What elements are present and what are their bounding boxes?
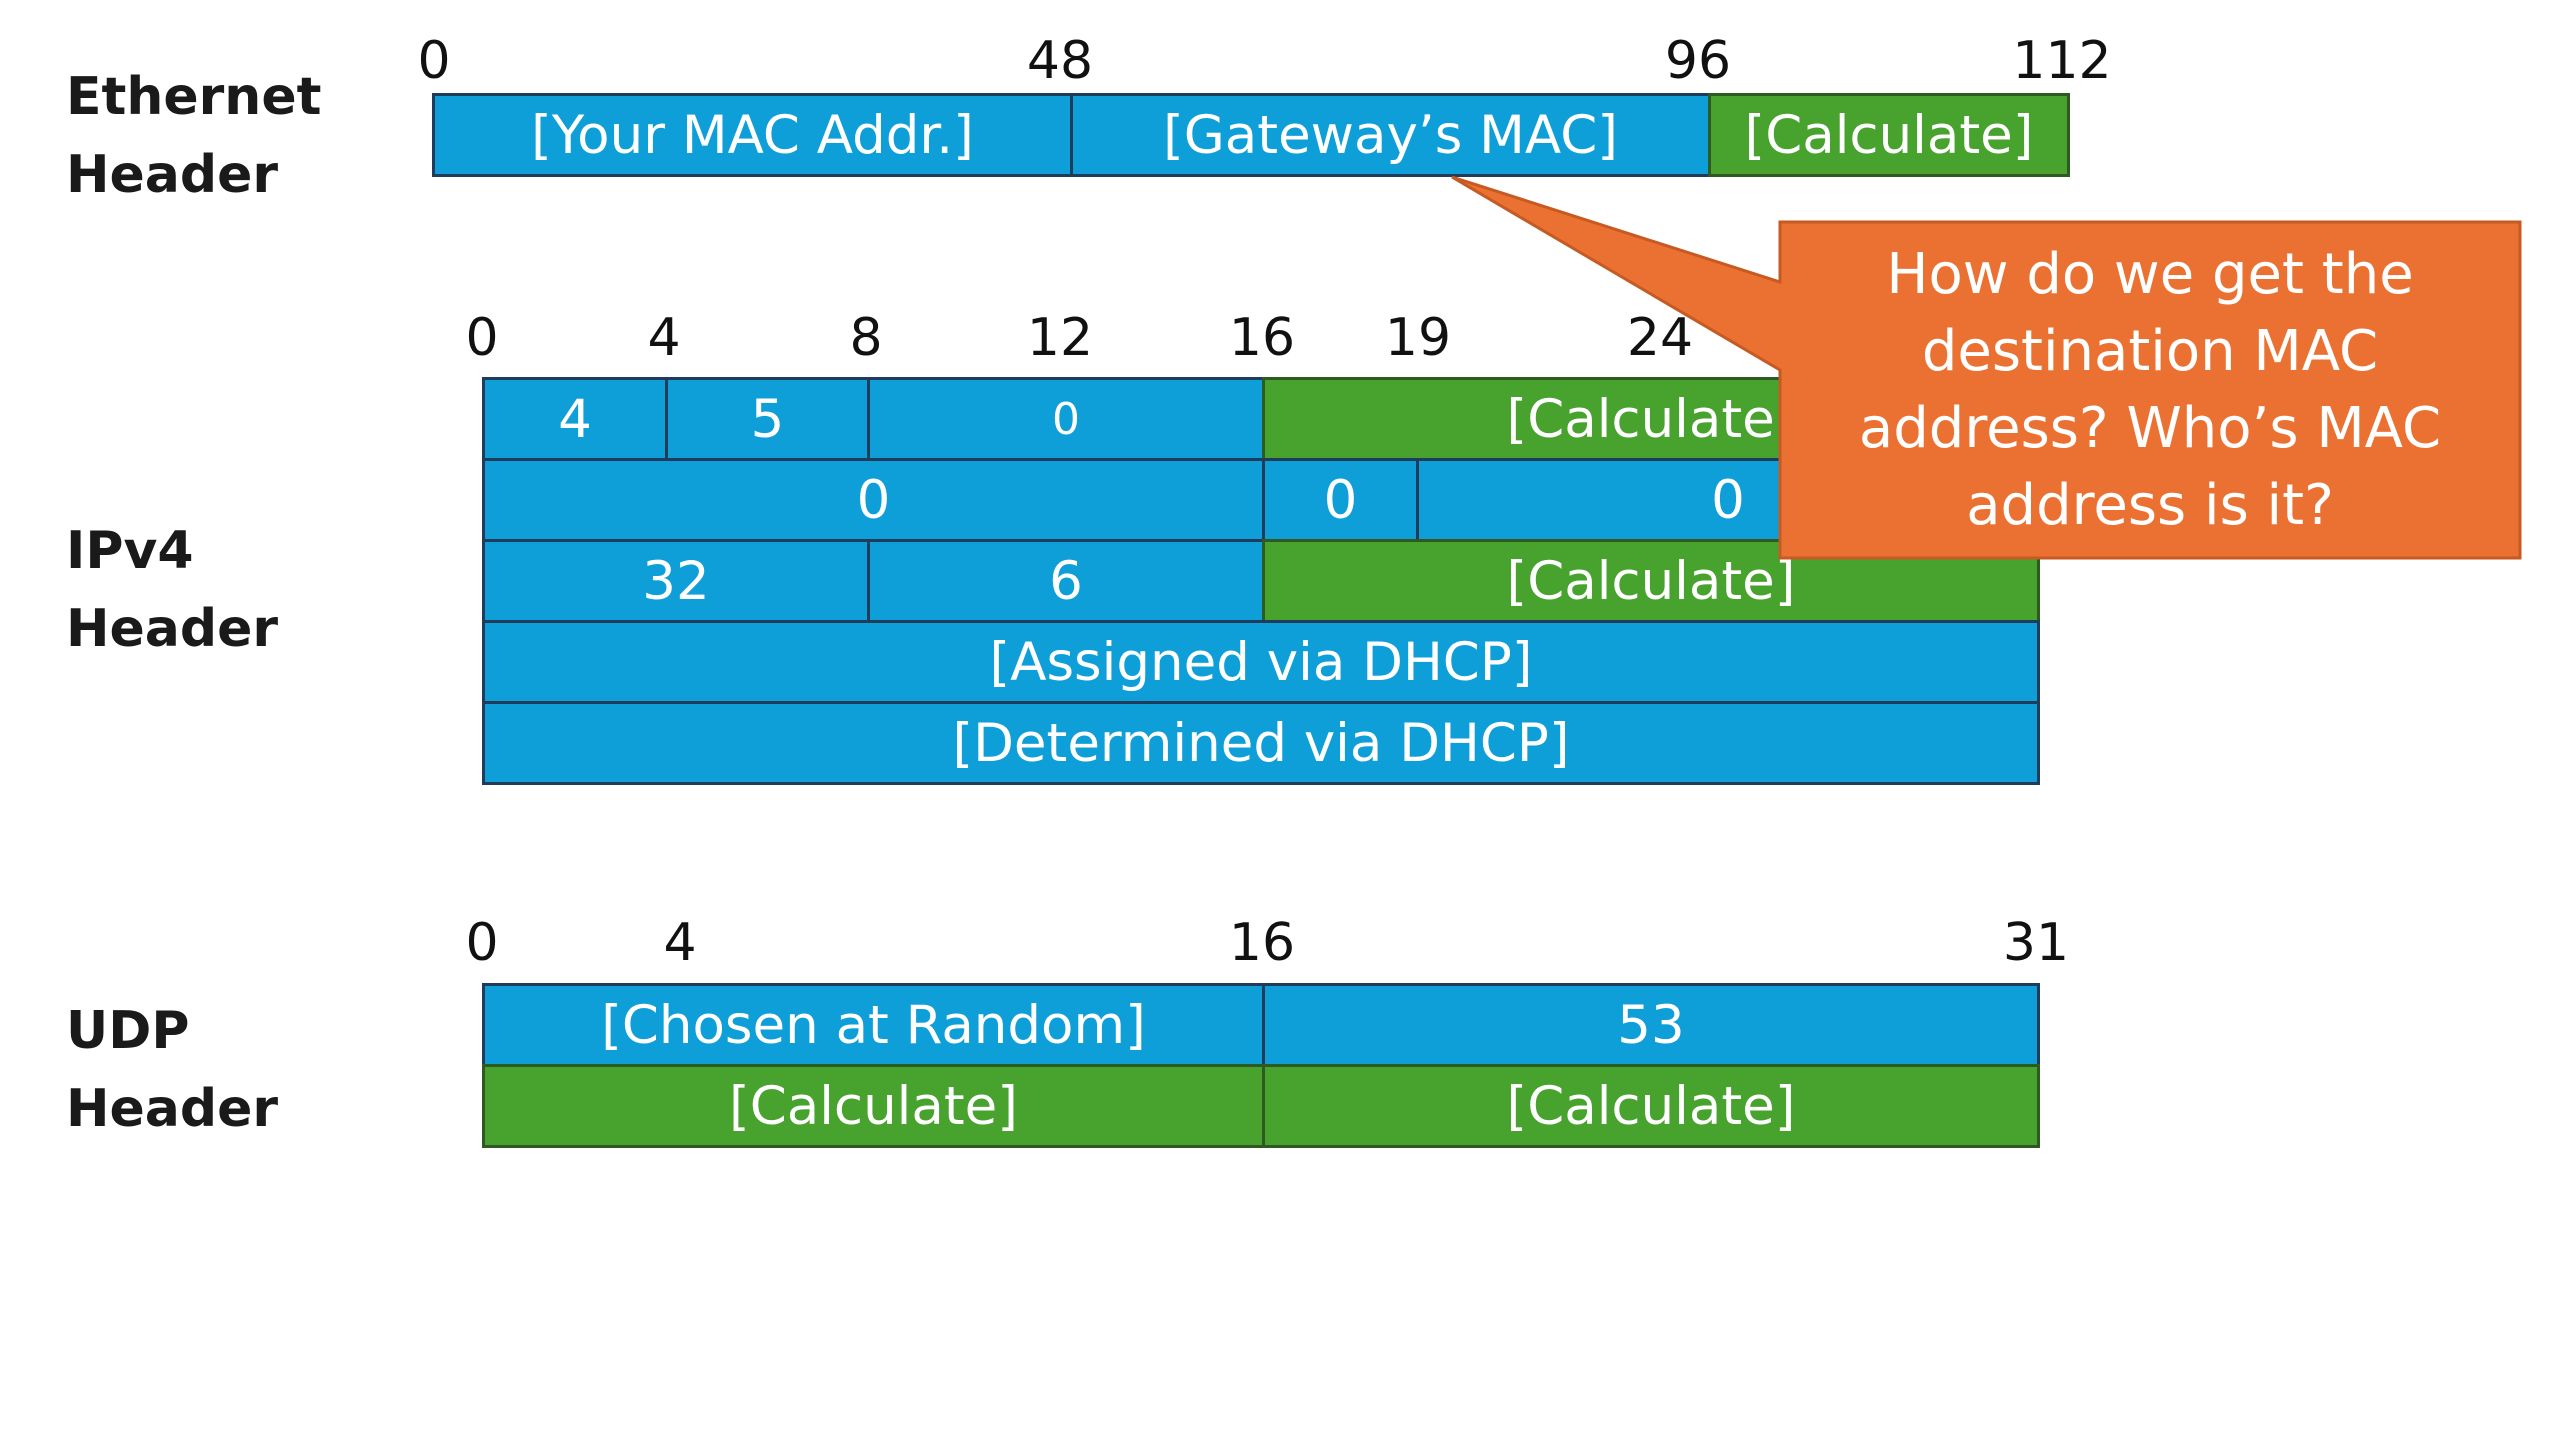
ethernet-source-mac-field: [Your MAC Addr.]	[432, 93, 1073, 177]
ethernet-tick: 0	[417, 31, 451, 91]
ipv4-source-address-field: [Assigned via DHCP]	[482, 620, 2040, 704]
ipv4-tick: 19	[1384, 308, 1452, 368]
ipv4-destination-address-field: [Determined via DHCP]	[482, 701, 2040, 785]
udp-length-field: [Calculate]	[482, 1064, 1265, 1148]
ipv4-protocol-field: 6	[867, 539, 1265, 623]
udp-checksum-field: [Calculate]	[1262, 1064, 2040, 1148]
udp-header-label: UDP Header	[66, 1001, 279, 1139]
ipv4-header-label: IPv4 Header	[66, 521, 279, 659]
udp-tick: 16	[1228, 913, 1296, 973]
ipv4-tick: 4	[647, 308, 681, 368]
ipv4-version-field: 4	[482, 377, 668, 461]
ipv4-tick: 24	[1626, 308, 1694, 368]
ethernet-tick: 96	[1664, 31, 1732, 91]
ethernet-type-field: [Calculate]	[1708, 93, 2070, 177]
ipv4-tick: 8	[849, 308, 883, 368]
ipv4-tick: 16	[1228, 308, 1296, 368]
udp-source-port-field: [Chosen at Random]	[482, 983, 1265, 1067]
ipv4-identification-field: 0	[482, 458, 1265, 542]
ipv4-ihl-field: 5	[665, 377, 870, 461]
ethernet-tick: 48	[1026, 31, 1094, 91]
udp-tick: 0	[465, 913, 499, 973]
udp-tick: 31	[2002, 913, 2070, 973]
ipv4-flags-field: 0	[1262, 458, 1419, 542]
ethernet-destination-mac-field: [Gateway’s MAC]	[1070, 93, 1711, 177]
callout-question-text: How do we get the destination MAC addres…	[1858, 242, 2442, 538]
udp-destination-port-field: 53	[1262, 983, 2040, 1067]
ipv4-tos-field: 0	[867, 377, 1265, 461]
ipv4-tick: 0	[465, 308, 499, 368]
ethernet-header-label: Ethernet Header	[66, 67, 322, 205]
udp-tick: 4	[663, 913, 697, 973]
ipv4-ttl-field: 32	[482, 539, 870, 623]
ethernet-tick: 112	[2012, 31, 2112, 91]
ipv4-tick: 12	[1026, 308, 1094, 368]
